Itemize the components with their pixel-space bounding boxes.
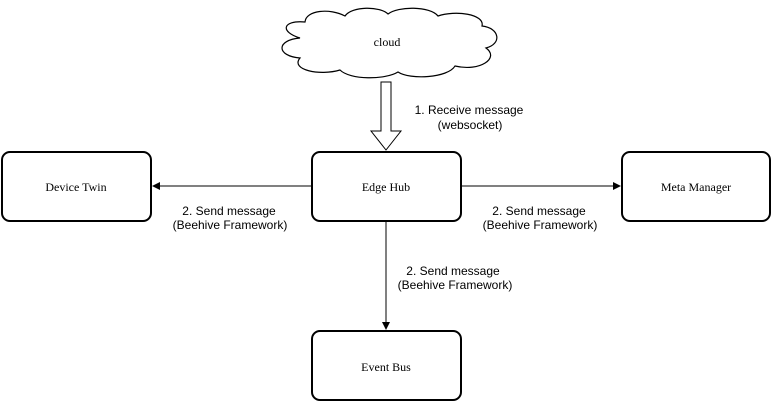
device-twin-node bbox=[1, 151, 152, 222]
meta-manager-label: Meta Manager bbox=[661, 180, 731, 194]
device-twin-edge-line2: (Beehive Framework) bbox=[173, 218, 288, 232]
event-bus-edge-line1: 2. Send message bbox=[406, 264, 500, 278]
cloud-shape bbox=[281, 7, 498, 79]
meta-manager-edge-line1: 2. Send message bbox=[492, 204, 586, 218]
receive-label-line1: 1. Receive message bbox=[415, 103, 524, 117]
device-twin-label: Device Twin bbox=[45, 180, 106, 194]
device-twin-edge-line1: 2. Send message bbox=[182, 204, 276, 218]
meta-manager-node bbox=[621, 151, 771, 222]
receive-label-line2: (websocket) bbox=[438, 118, 503, 132]
receive-arrow bbox=[369, 81, 403, 151]
meta-manager-edge-line2: (Beehive Framework) bbox=[483, 218, 598, 232]
event-bus-label: Event Bus bbox=[361, 360, 411, 374]
cloud-label: cloud bbox=[374, 35, 401, 49]
event-bus-edge-line2: (Beehive Framework) bbox=[398, 278, 513, 292]
event-bus-node bbox=[311, 330, 462, 401]
edge-hub-label: Edge Hub bbox=[362, 180, 410, 194]
